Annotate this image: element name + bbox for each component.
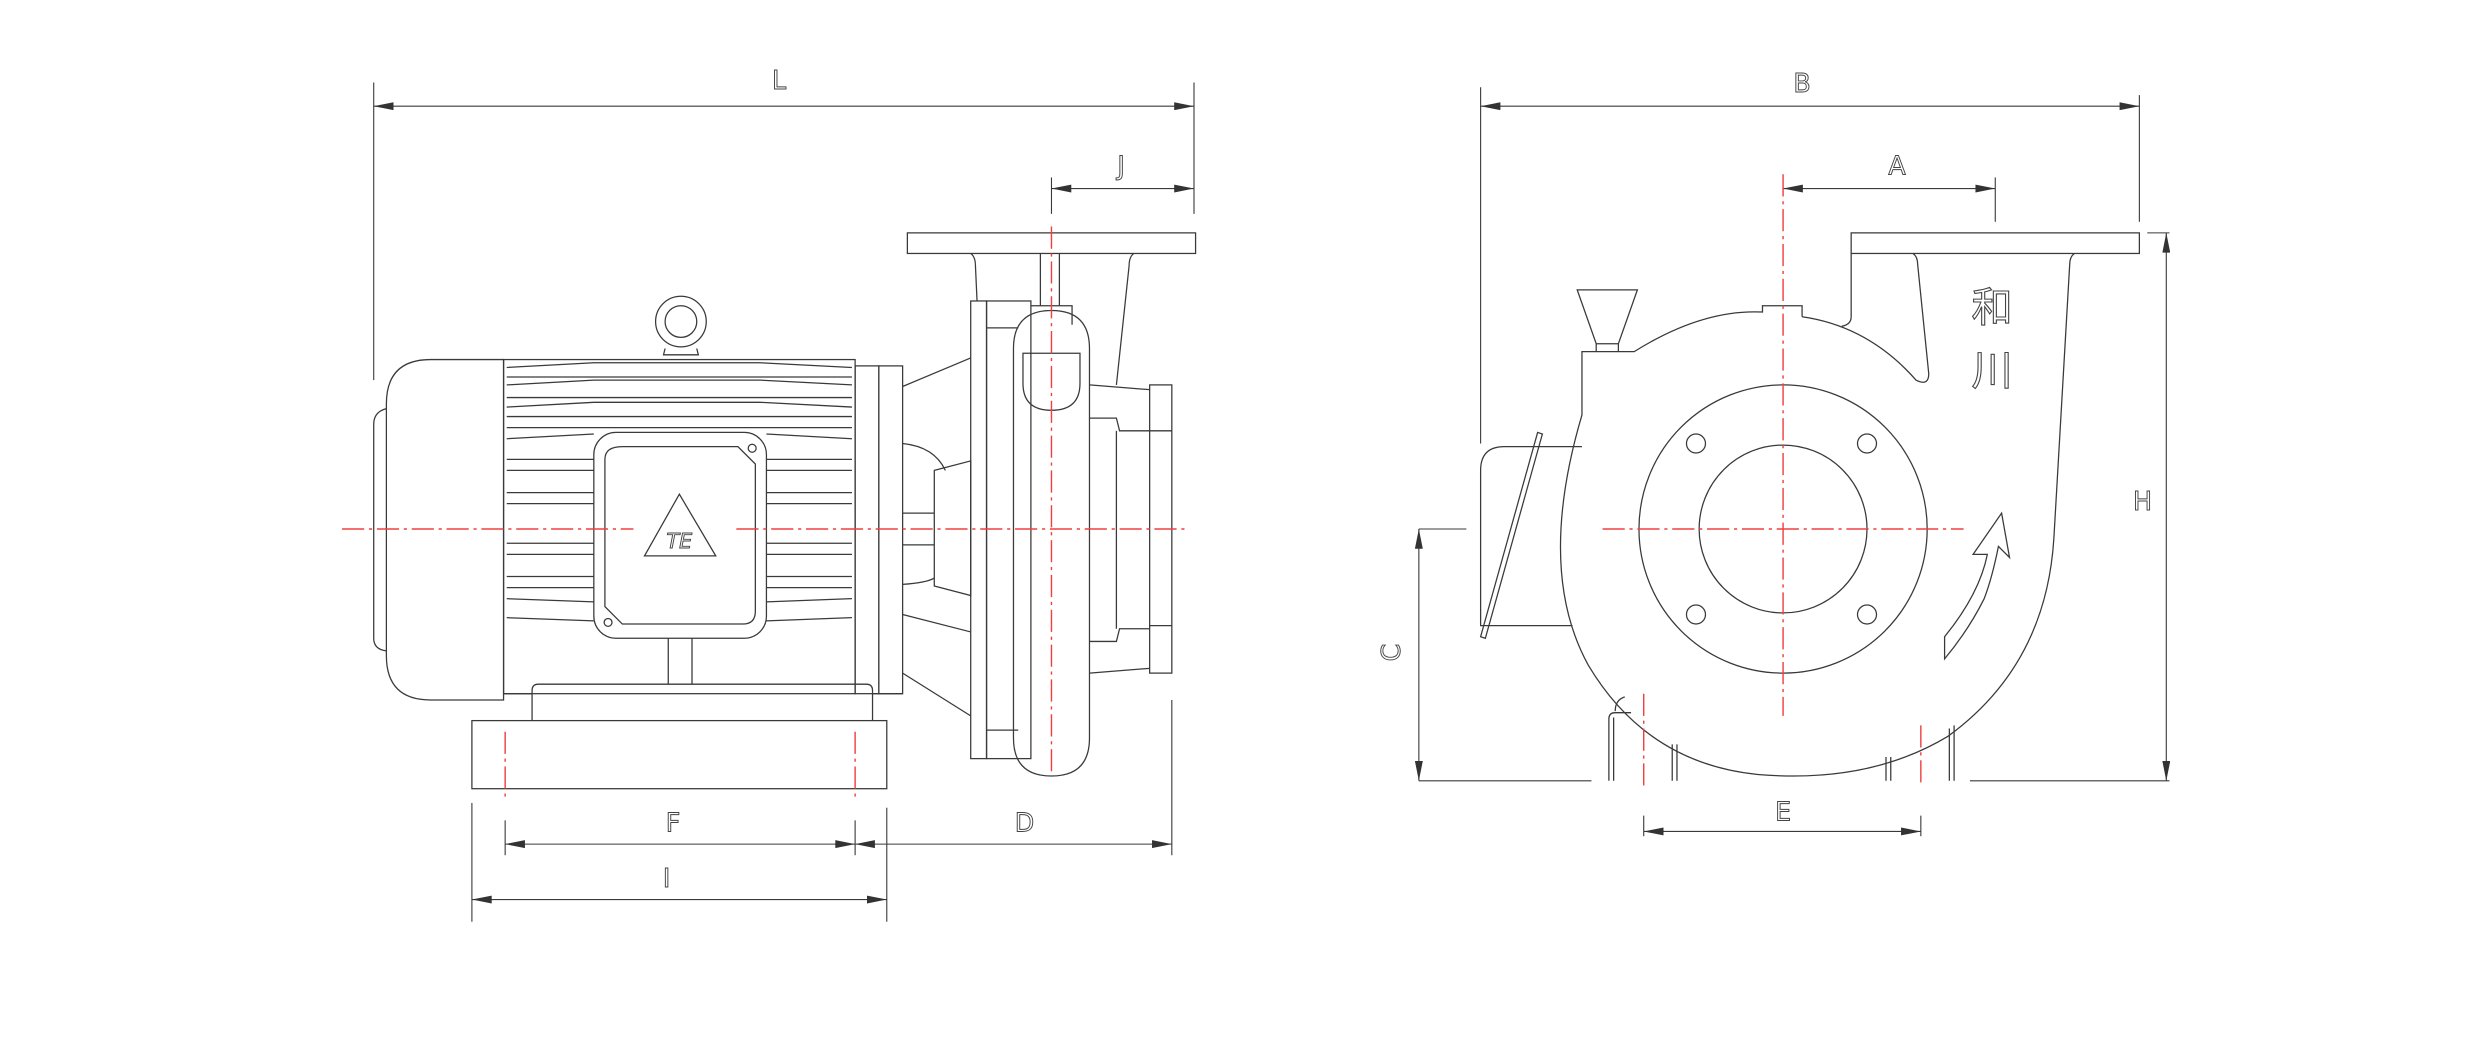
rotation-arrow-icon bbox=[1943, 511, 2011, 661]
dimension-label-D: D bbox=[1015, 807, 1035, 837]
inlet-nozzle bbox=[1479, 446, 1582, 627]
dimension-label-F: F bbox=[666, 807, 681, 837]
terminal-box: TE bbox=[593, 431, 768, 639]
discharge-flange bbox=[1850, 232, 2141, 255]
bolt-hole bbox=[1685, 604, 1707, 625]
priming-funnel bbox=[1576, 289, 1639, 352]
dimension-B: B bbox=[1480, 67, 2140, 444]
baseplate bbox=[471, 719, 888, 790]
dimension-E: E bbox=[1643, 796, 1922, 837]
motor: TE bbox=[373, 295, 856, 701]
pump-casing bbox=[970, 300, 1173, 777]
dimension-label-A: A bbox=[1888, 150, 1906, 180]
motor-flange bbox=[854, 365, 880, 695]
dimension-D: D bbox=[855, 700, 1173, 856]
adapter-flange bbox=[878, 365, 904, 695]
side-view: L J bbox=[342, 64, 1197, 922]
dimension-label-B: B bbox=[1793, 68, 1810, 98]
dimension-F: F bbox=[504, 807, 856, 856]
dimension-H: H bbox=[1969, 232, 2171, 782]
motor-pedestal bbox=[531, 683, 874, 721]
lifting-eye bbox=[654, 295, 707, 356]
bolt-hole bbox=[1856, 604, 1878, 625]
foot-left bbox=[1608, 696, 1678, 781]
dimension-L: L bbox=[373, 64, 1195, 381]
motor-cooling-fins bbox=[506, 362, 852, 622]
brand-mark-char-2: 川 bbox=[1972, 347, 2013, 395]
motor-logo-triangle bbox=[643, 492, 717, 557]
motor-logo-text: TE bbox=[667, 529, 693, 553]
brand-mark-char-1: 和 bbox=[1972, 284, 2013, 332]
dimension-A: A bbox=[1783, 150, 1996, 222]
bolt-hole bbox=[1856, 433, 1878, 454]
dimension-label-C: C bbox=[1376, 644, 1406, 662]
dimension-label-I: I bbox=[663, 863, 670, 893]
dimension-label-H: H bbox=[2133, 486, 2152, 516]
bolt-hole bbox=[1685, 433, 1707, 454]
dimension-J: J bbox=[1050, 150, 1194, 214]
dimension-label-J: J bbox=[1115, 150, 1124, 180]
dimension-I: I bbox=[471, 802, 888, 922]
foot-right bbox=[1885, 725, 1955, 781]
front-view: B A 和 川 bbox=[1375, 67, 2171, 837]
dimension-label-E: E bbox=[1775, 796, 1791, 826]
dimension-C: C bbox=[1375, 528, 1592, 782]
dimension-label-L: L bbox=[772, 65, 786, 95]
